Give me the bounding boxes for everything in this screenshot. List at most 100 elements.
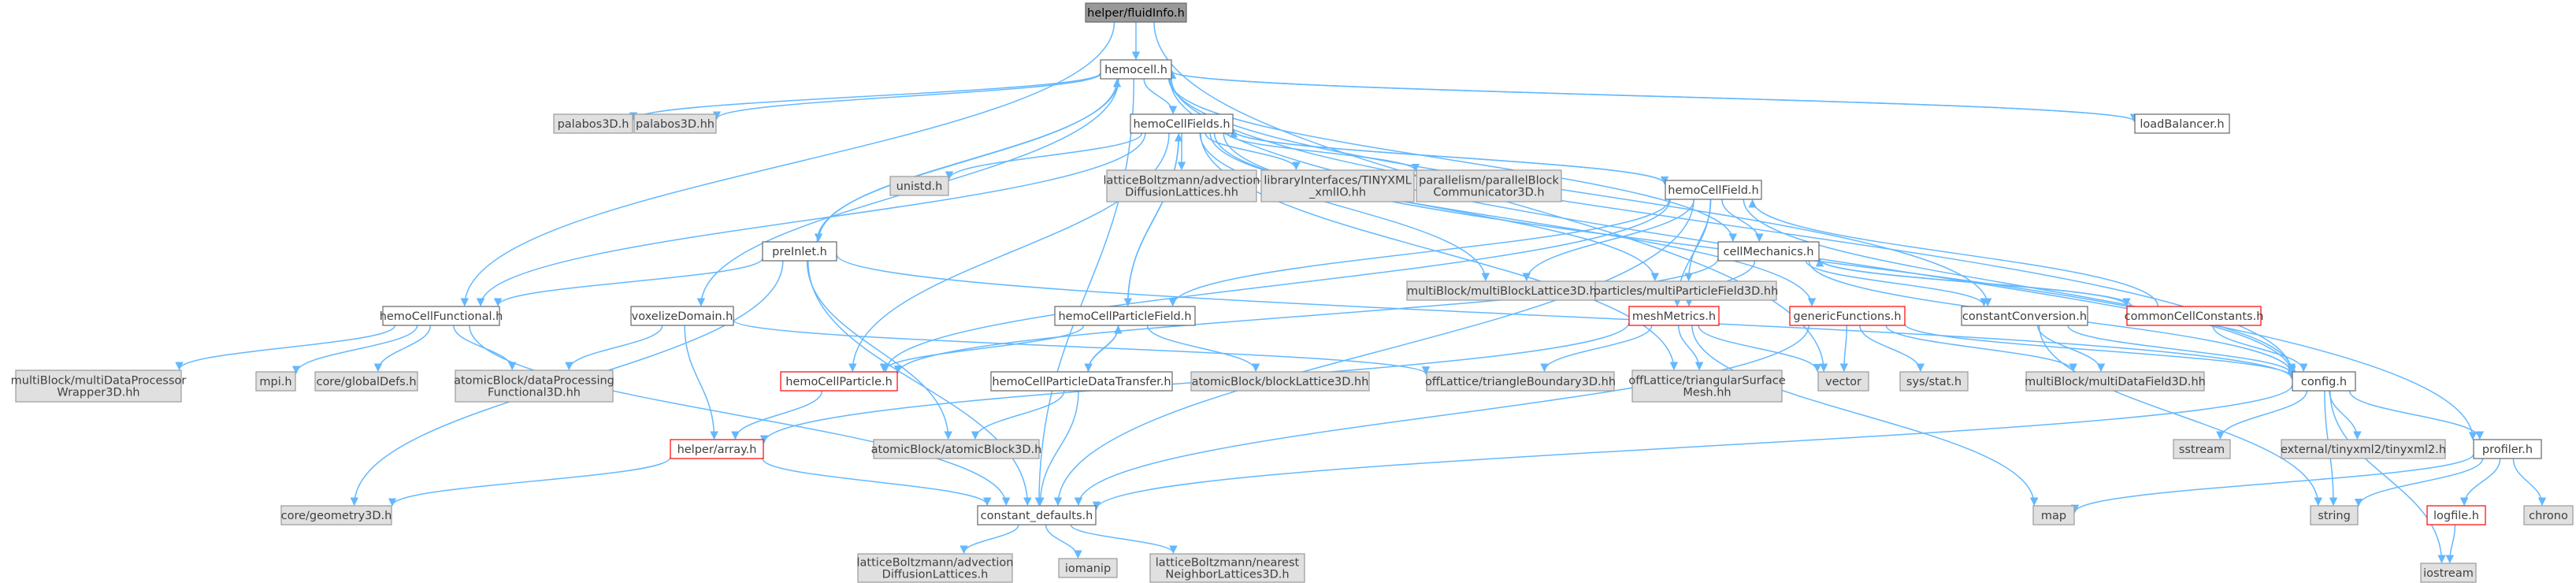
node-atomicdataprocessing[interactable]: atomicBlock/dataProcessingFunctional3D.h…: [454, 369, 614, 403]
node-constantdefaults[interactable]: constant_defaults.h: [977, 505, 1097, 525]
node-box-triangleboundary[interactable]: [1426, 371, 1615, 392]
node-box-cellmechanics[interactable]: [1717, 241, 1820, 262]
node-box-hcpdatatransfer[interactable]: [990, 371, 1173, 392]
node-profiler[interactable]: profiler.h: [2473, 439, 2542, 459]
node-box-sysstat[interactable]: [1899, 371, 1969, 392]
node-box-logfile[interactable]: [2426, 505, 2486, 525]
node-box-geometry3d[interactable]: [280, 505, 392, 525]
node-hemocellparticlefield[interactable]: hemoCellParticleField.h: [1054, 306, 1196, 326]
node-multidatafield[interactable]: multiBlock/multiDataField3D.hh: [2025, 371, 2206, 392]
node-mpi[interactable]: mpi.h: [255, 371, 296, 392]
node-multiblocklattice[interactable]: multiBlock/multiBlockLattice3D.hh: [1406, 280, 1605, 301]
node-geometry3d[interactable]: core/geometry3D.h: [280, 505, 392, 525]
node-box-genericfunctions[interactable]: [1789, 306, 1906, 326]
node-vector[interactable]: vector: [1817, 371, 1869, 392]
node-box-palabos3d_h[interactable]: [553, 113, 633, 134]
node-hcpdatatransfer[interactable]: hemoCellParticleDataTransfer.h: [990, 371, 1173, 392]
node-constantconversion[interactable]: constantConversion.h: [1961, 306, 2088, 326]
node-box-hemocellfield[interactable]: [1665, 180, 1762, 200]
node-loadbalancer[interactable]: loadBalancer.h: [2134, 113, 2230, 134]
node-globaldefs[interactable]: core/globalDefs.h: [314, 371, 418, 392]
node-box-blocklattice[interactable]: [1190, 371, 1370, 392]
node-box-unistd[interactable]: [889, 176, 949, 196]
node-logfile[interactable]: logfile.h: [2426, 505, 2486, 525]
node-hemocellfield[interactable]: hemoCellField.h: [1665, 180, 1762, 200]
node-box-hemocell[interactable]: [1100, 59, 1172, 80]
node-tinyxml2[interactable]: external/tinyxml2/tinyxml2.h: [2281, 439, 2446, 459]
node-box-hemocellfields[interactable]: [1130, 113, 1234, 134]
node-box-lbadvection_bottom[interactable]: [857, 553, 1013, 583]
node-hemocellfunctional[interactable]: hemoCellFunctional.h: [380, 306, 503, 326]
node-box-particlesmpf[interactable]: [1594, 280, 1777, 301]
node-box-voxelizedomain[interactable]: [630, 306, 734, 326]
node-meshmetrics[interactable]: meshMetrics.h: [1628, 306, 1720, 326]
node-tinyxml[interactable]: libraryInterfaces/TINYXML_xmlIO.hh: [1260, 169, 1415, 202]
node-cellmechanics[interactable]: cellMechanics.h: [1717, 241, 1820, 262]
node-box-hemocellfunctional[interactable]: [382, 306, 500, 326]
node-blocklattice[interactable]: atomicBlock/blockLattice3D.hh: [1190, 371, 1370, 392]
node-chrono[interactable]: chrono: [2523, 505, 2574, 525]
node-voxelizedomain[interactable]: voxelizeDomain.h: [630, 306, 734, 326]
node-box-multidatafield[interactable]: [2025, 371, 2205, 392]
node-box-preinlet[interactable]: [762, 241, 837, 262]
node-box-tinyxml2[interactable]: [2281, 439, 2446, 459]
node-hemocellfields[interactable]: hemoCellFields.h: [1130, 113, 1234, 134]
node-box-globaldefs[interactable]: [314, 371, 418, 392]
node-box-profiler[interactable]: [2473, 439, 2542, 459]
node-lbadvection_top[interactable]: latticeBoltzmann/advectionDiffusionLatti…: [1104, 169, 1260, 202]
node-sysstat[interactable]: sys/stat.h: [1899, 371, 1969, 392]
node-triangleboundary[interactable]: offLattice/triangleBoundary3D.hh: [1425, 371, 1616, 392]
node-box-atomicdataprocessing[interactable]: [455, 369, 614, 403]
node-box-chrono[interactable]: [2523, 505, 2574, 525]
node-palabos3d_h[interactable]: palabos3D.h: [553, 113, 633, 134]
node-commoncellconstants[interactable]: commonCellConstants.h: [2125, 306, 2264, 326]
node-box-parallelism[interactable]: [1416, 169, 1562, 202]
node-sstream[interactable]: sstream: [2173, 439, 2231, 459]
node-box-lbadvection_top[interactable]: [1106, 169, 1257, 202]
node-lbadvection_bottom[interactable]: latticeBoltzmann/advectionDiffusionLatti…: [857, 553, 1014, 583]
node-box-loadbalancer[interactable]: [2134, 113, 2230, 134]
node-string[interactable]: string: [2310, 505, 2359, 525]
node-hemocellparticle[interactable]: hemoCellParticle.h: [780, 371, 898, 392]
node-iostream[interactable]: iostream: [2420, 563, 2477, 583]
node-genericfunctions[interactable]: genericFunctions.h: [1789, 306, 1906, 326]
node-box-lbnearest[interactable]: [1149, 553, 1305, 583]
node-hemocell[interactable]: hemocell.h: [1100, 59, 1172, 80]
node-box-string[interactable]: [2310, 505, 2359, 525]
node-box-multidataprocessor[interactable]: [15, 369, 182, 403]
node-box-tinyxml[interactable]: [1260, 169, 1415, 202]
node-box-vector[interactable]: [1817, 371, 1869, 392]
node-atomicblock3d[interactable]: atomicBlock/atomicBlock3D.h: [871, 439, 1042, 459]
node-box-helperarray[interactable]: [670, 439, 764, 459]
node-box-config[interactable]: [2292, 371, 2356, 392]
node-box-mpi[interactable]: [255, 371, 296, 392]
node-iomanip[interactable]: iomanip: [1058, 558, 1118, 578]
node-box-iomanip[interactable]: [1058, 558, 1118, 578]
node-unistd[interactable]: unistd.h: [889, 176, 949, 196]
node-box-fluidinfo[interactable]: [1085, 2, 1187, 23]
node-parallelism[interactable]: parallelism/parallelBlockCommunicator3D.…: [1416, 169, 1562, 202]
node-box-hemocellparticlefield[interactable]: [1054, 306, 1196, 326]
node-map[interactable]: map: [2032, 505, 2075, 525]
node-multidataprocessor[interactable]: multiBlock/multiDataProcessorWrapper3D.h…: [11, 369, 187, 403]
node-box-sstream[interactable]: [2173, 439, 2231, 459]
node-particlesmpf[interactable]: particles/multiParticleField3D.hh: [1594, 280, 1779, 301]
node-config[interactable]: config.h: [2292, 371, 2356, 392]
node-helperarray[interactable]: helper/array.h: [670, 439, 764, 459]
node-box-palabos3d_hh[interactable]: [633, 113, 717, 134]
node-box-triangularsurface[interactable]: [1631, 369, 1783, 403]
node-box-meshmetrics[interactable]: [1628, 306, 1720, 326]
node-preinlet[interactable]: preInlet.h: [762, 241, 837, 262]
node-box-atomicblock3d[interactable]: [873, 439, 1040, 459]
node-box-hemocellparticle[interactable]: [780, 371, 898, 392]
node-palabos3d_hh[interactable]: palabos3D.hh: [633, 113, 717, 134]
node-lbnearest[interactable]: latticeBoltzmann/nearestNeighborLattices…: [1149, 553, 1305, 583]
node-box-commoncellconstants[interactable]: [2126, 306, 2262, 326]
node-box-multiblocklattice[interactable]: [1406, 280, 1605, 301]
node-box-iostream[interactable]: [2420, 563, 2477, 583]
node-box-constantconversion[interactable]: [1961, 306, 2088, 326]
node-box-constantdefaults[interactable]: [977, 505, 1097, 525]
node-box-map[interactable]: [2032, 505, 2075, 525]
node-fluidinfo[interactable]: helper/fluidInfo.h: [1085, 2, 1187, 23]
